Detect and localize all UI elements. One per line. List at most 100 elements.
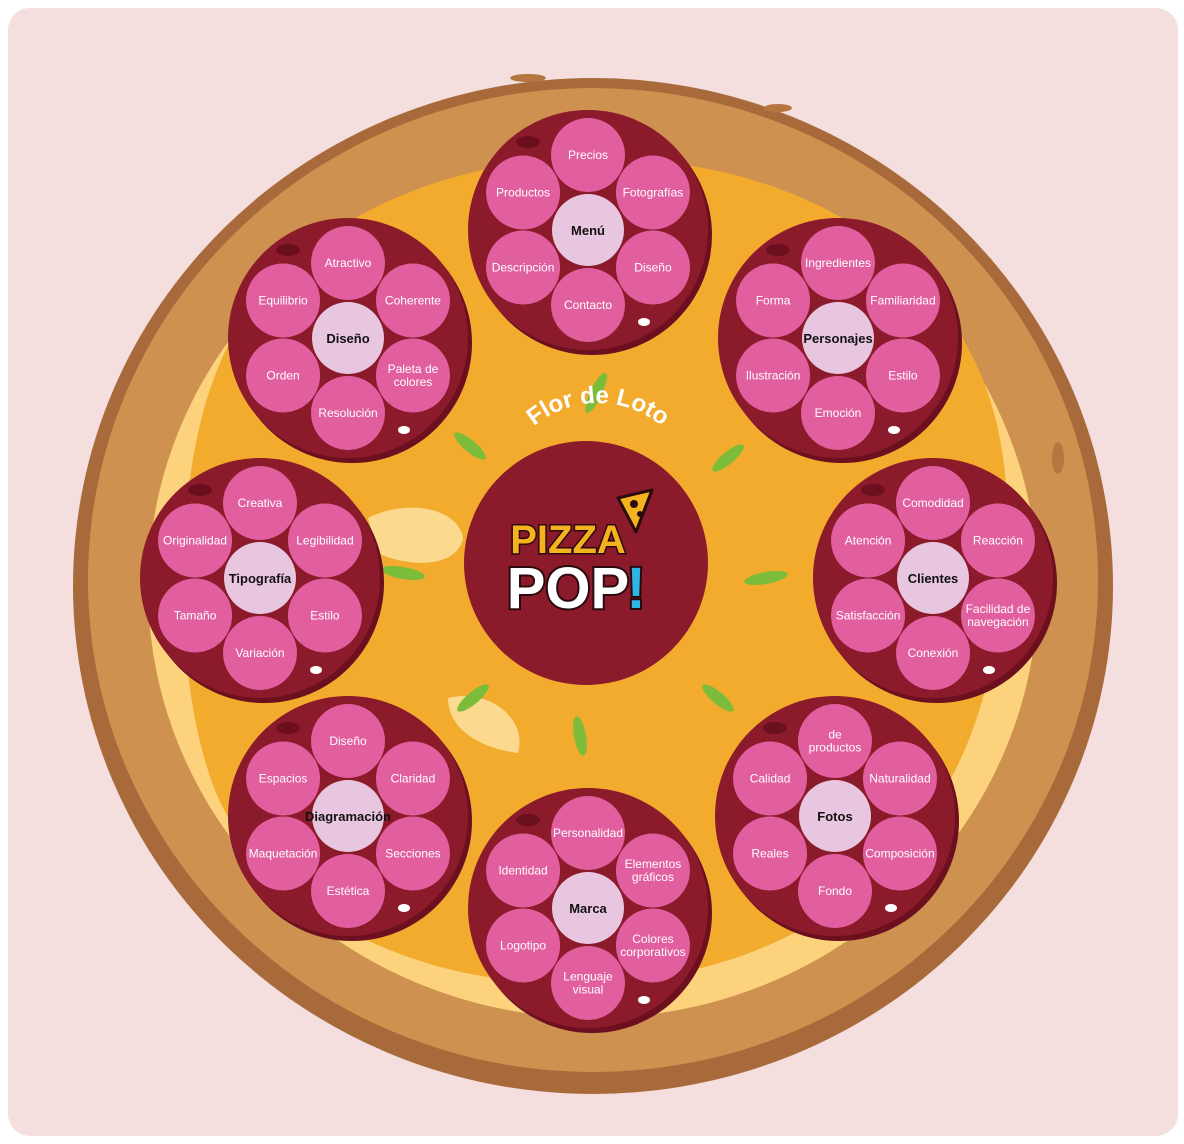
- petal: Composición: [863, 817, 937, 891]
- petal-label-line: Paleta de: [388, 362, 439, 376]
- pepperoni-spot: [766, 244, 790, 256]
- petal-label-line: Comodidad: [902, 496, 963, 510]
- petal-label: Estilo: [310, 609, 340, 623]
- petal: Fondo: [798, 854, 872, 928]
- petal-label-line: Ingredientes: [805, 256, 871, 270]
- flower-name: Diseño: [326, 331, 369, 346]
- petal: Reacción: [961, 504, 1035, 578]
- petal-label: Conexión: [908, 646, 959, 660]
- petal-label: Satisfacción: [836, 609, 901, 623]
- petal: Maquetación: [246, 817, 320, 891]
- petal-label-line: Legibilidad: [296, 534, 353, 548]
- petal-label-line: Conexión: [908, 646, 959, 660]
- petal: Logotipo: [486, 909, 560, 983]
- petal: Ingredientes: [801, 226, 875, 300]
- petal-label-line: Claridad: [391, 772, 436, 786]
- petal: Familiaridad: [866, 264, 940, 338]
- pepperoni-shine: [885, 904, 897, 912]
- petal: Legibilidad: [288, 504, 362, 578]
- pepperoni-spot: [861, 484, 885, 496]
- flower-name: Menú: [571, 223, 605, 238]
- petal-label-line: Naturalidad: [869, 772, 930, 786]
- petal: Reales: [733, 817, 807, 891]
- pepperoni-shine: [888, 426, 900, 434]
- petal: Descripción: [486, 231, 560, 305]
- petal: Atractivo: [311, 226, 385, 300]
- petal-label-line: Creativa: [238, 496, 283, 510]
- petal: Estilo: [288, 579, 362, 653]
- petal-label: Resolución: [318, 406, 377, 420]
- petal-label: Identidad: [498, 864, 547, 878]
- petal-label: Estética: [327, 884, 370, 898]
- petal-label-line: Fondo: [818, 884, 852, 898]
- petal-label-line: Equilibrio: [258, 294, 308, 308]
- petal: Variación: [223, 616, 297, 690]
- petal-label-line: Diseño: [329, 734, 367, 748]
- petal-label: Estilo: [888, 369, 918, 383]
- petal: Fotografías: [616, 156, 690, 230]
- petal-label: Fondo: [818, 884, 852, 898]
- petal-label-line: Espacios: [259, 772, 308, 786]
- petal: Contacto: [551, 268, 625, 342]
- petal-label-line: Atención: [845, 534, 892, 548]
- petal-label: Claridad: [391, 772, 436, 786]
- pepperoni-spot: [763, 722, 787, 734]
- petal-label-line: Atractivo: [325, 256, 372, 270]
- petal: Satisfacción: [831, 579, 905, 653]
- petal-label-line: Satisfacción: [836, 609, 901, 623]
- petal-label: Creativa: [238, 496, 283, 510]
- petal-label: Orden: [266, 369, 299, 383]
- pepperoni-spot: [276, 722, 300, 734]
- petal: Ilustración: [736, 339, 810, 413]
- petal: Estética: [311, 854, 385, 928]
- petal: Identidad: [486, 834, 560, 908]
- petal: Diseño: [616, 231, 690, 305]
- petal-label: Forma: [756, 294, 791, 308]
- petal-label: Ilustración: [746, 369, 801, 383]
- petal-label-line: Descripción: [492, 261, 555, 275]
- petal-label-line: Estilo: [310, 609, 340, 623]
- flower-name: Personajes: [803, 331, 872, 346]
- petal: Originalidad: [158, 504, 232, 578]
- petal: Comodidad: [896, 466, 970, 540]
- petal: Secciones: [376, 817, 450, 891]
- pepperoni-shine: [398, 904, 410, 912]
- petal: Tamaño: [158, 579, 232, 653]
- flower-name: Diagramación: [305, 809, 391, 824]
- petal-label: Variación: [235, 646, 284, 660]
- petal-label: Reacción: [973, 534, 1023, 548]
- pepperoni-shine: [310, 666, 322, 674]
- petal-label-line: Resolución: [318, 406, 377, 420]
- pepperoni-shine: [398, 426, 410, 434]
- petal-label: Maquetación: [249, 847, 318, 861]
- petal: Lenguajevisual: [551, 946, 625, 1020]
- petal-label-line: Elementos: [625, 857, 682, 871]
- petal: Naturalidad: [863, 742, 937, 816]
- petal-label-line: Precios: [568, 148, 608, 162]
- petal-label: Logotipo: [500, 939, 546, 953]
- petal-label-line: Ilustración: [746, 369, 801, 383]
- petal-label: Productos: [496, 186, 550, 200]
- petal-label: Tamaño: [174, 609, 217, 623]
- flower-name: Marca: [569, 901, 607, 916]
- petal-label: Secciones: [385, 847, 440, 861]
- petal-label-line: Reacción: [973, 534, 1023, 548]
- petal-label: Originalidad: [163, 534, 227, 548]
- petal: Precios: [551, 118, 625, 192]
- petal-label-line: Reales: [751, 847, 788, 861]
- petal-label: Legibilidad: [296, 534, 353, 548]
- petal-label-line: Lenguaje: [563, 970, 613, 984]
- logo-bang: !: [626, 556, 645, 621]
- petal-label: Diseño: [634, 261, 672, 275]
- crust-highlight: [1052, 442, 1064, 474]
- petal-label: Calidad: [750, 772, 791, 786]
- petal-label-line: Colores: [632, 932, 673, 946]
- petal: Equilibrio: [246, 264, 320, 338]
- petal-label: Coherente: [385, 294, 441, 308]
- petal: Espacios: [246, 742, 320, 816]
- petal-label-line: Familiaridad: [870, 294, 935, 308]
- pepperoni-shine: [983, 666, 995, 674]
- petal-label-line: Composición: [865, 847, 934, 861]
